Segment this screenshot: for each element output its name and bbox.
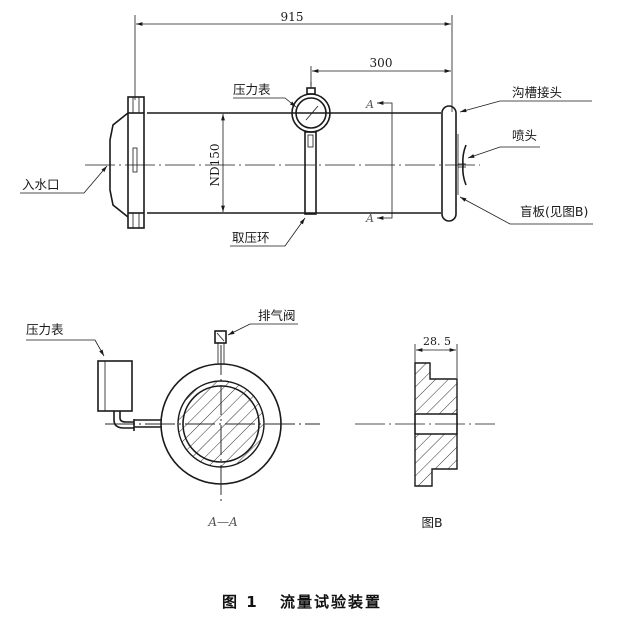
inlet-flange xyxy=(109,96,145,229)
label-blind-plate: 盲板(见图B) xyxy=(459,196,593,225)
section-marker-a: A A xyxy=(365,98,393,225)
dimension-300-text: 300 xyxy=(370,56,393,70)
detail-b-dimension: 28. 5 xyxy=(423,335,451,348)
pipe-body xyxy=(147,112,441,214)
label-water-inlet: 入水口 xyxy=(20,165,108,194)
outlet-end xyxy=(441,105,467,222)
side-view: 915 300 ND xyxy=(20,10,593,247)
blind-plate-label: 盲板(见图B) xyxy=(520,204,588,219)
section-view-a-a: 排气阀 压力表 A—A xyxy=(26,308,320,529)
label-grooved-coupling: 沟槽接头 xyxy=(459,85,592,113)
pressure-gauge-side xyxy=(291,82,331,215)
label-pressure-gauge: 压力表 xyxy=(233,82,297,108)
detail-b: 28. 5 图B xyxy=(355,335,495,530)
pressure-gauge-label: 压力表 xyxy=(233,82,271,97)
nd150-text: ND150 xyxy=(208,143,222,186)
pressure-gauge-box: 压力表 xyxy=(26,322,161,431)
vent-valve-label: 排气阀 xyxy=(258,308,296,323)
dimension-nd150: ND150 xyxy=(208,114,225,212)
water-inlet-label: 入水口 xyxy=(22,177,60,192)
section-title: A—A xyxy=(207,515,238,529)
detail-b-title: 图B xyxy=(421,515,442,530)
caption-title: 流量试验装置 xyxy=(280,593,382,611)
section-a-top-text: A xyxy=(365,98,374,111)
dimension-915-text: 915 xyxy=(281,10,304,24)
section-a-bottom-text: A xyxy=(365,212,374,225)
label-nozzle: 喷头 xyxy=(467,128,540,159)
caption-number: 图 1 xyxy=(222,593,259,611)
dimension-300: 300 xyxy=(310,56,451,86)
dimension-915: 915 xyxy=(134,10,453,112)
nozzle-label: 喷头 xyxy=(512,128,537,143)
section-pressure-gauge-label: 压力表 xyxy=(26,322,64,337)
figure-caption: 图 1 流量试验装置 xyxy=(222,593,382,611)
vent-valve: 排气阀 xyxy=(214,308,298,365)
label-pressure-ring: 取压环 xyxy=(230,217,306,247)
pressure-ring-label: 取压环 xyxy=(232,230,270,245)
grooved-coupling-label: 沟槽接头 xyxy=(512,85,562,100)
